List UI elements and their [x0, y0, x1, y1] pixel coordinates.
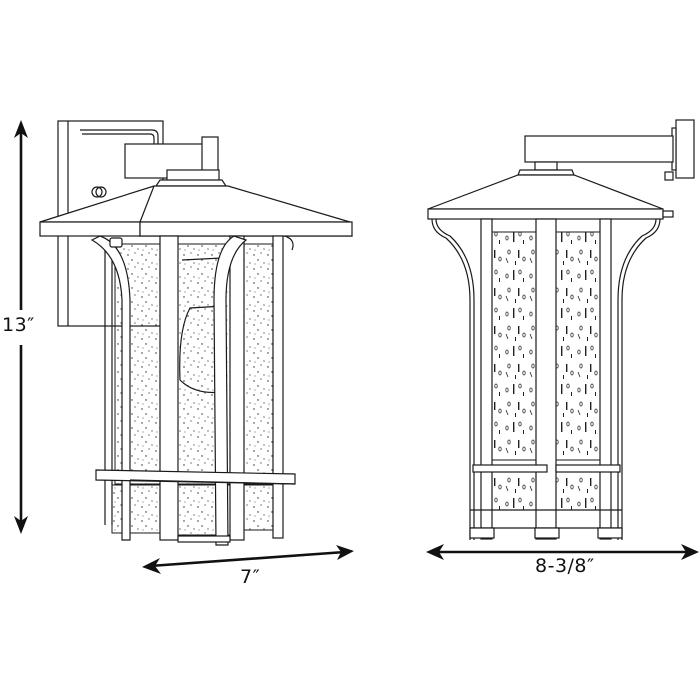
side-width-dimension-label: 7″	[240, 566, 261, 588]
frame-posts	[104, 235, 284, 541]
front-glass-panels	[491, 231, 601, 511]
front-width-dimension-arrow	[426, 544, 699, 560]
front-right-flare	[621, 218, 661, 540]
front-left-flare	[431, 218, 471, 540]
side-width-dimension-arrow	[142, 545, 354, 574]
roof	[39, 179, 353, 237]
front-wall-plate	[675, 119, 695, 179]
front-arm	[524, 135, 674, 163]
front-roof	[427, 169, 674, 220]
glass-panels	[111, 243, 274, 536]
height-dimension-label: 13″	[2, 312, 35, 339]
front-width-dimension-label: 8-3/8″	[535, 555, 595, 577]
front-view-lantern	[427, 119, 695, 540]
height-dimension-arrow	[14, 120, 28, 534]
bottom-band	[95, 469, 296, 543]
side-view-lantern	[39, 120, 353, 546]
mounting-arm	[124, 136, 220, 183]
curved-straps	[90, 235, 294, 546]
